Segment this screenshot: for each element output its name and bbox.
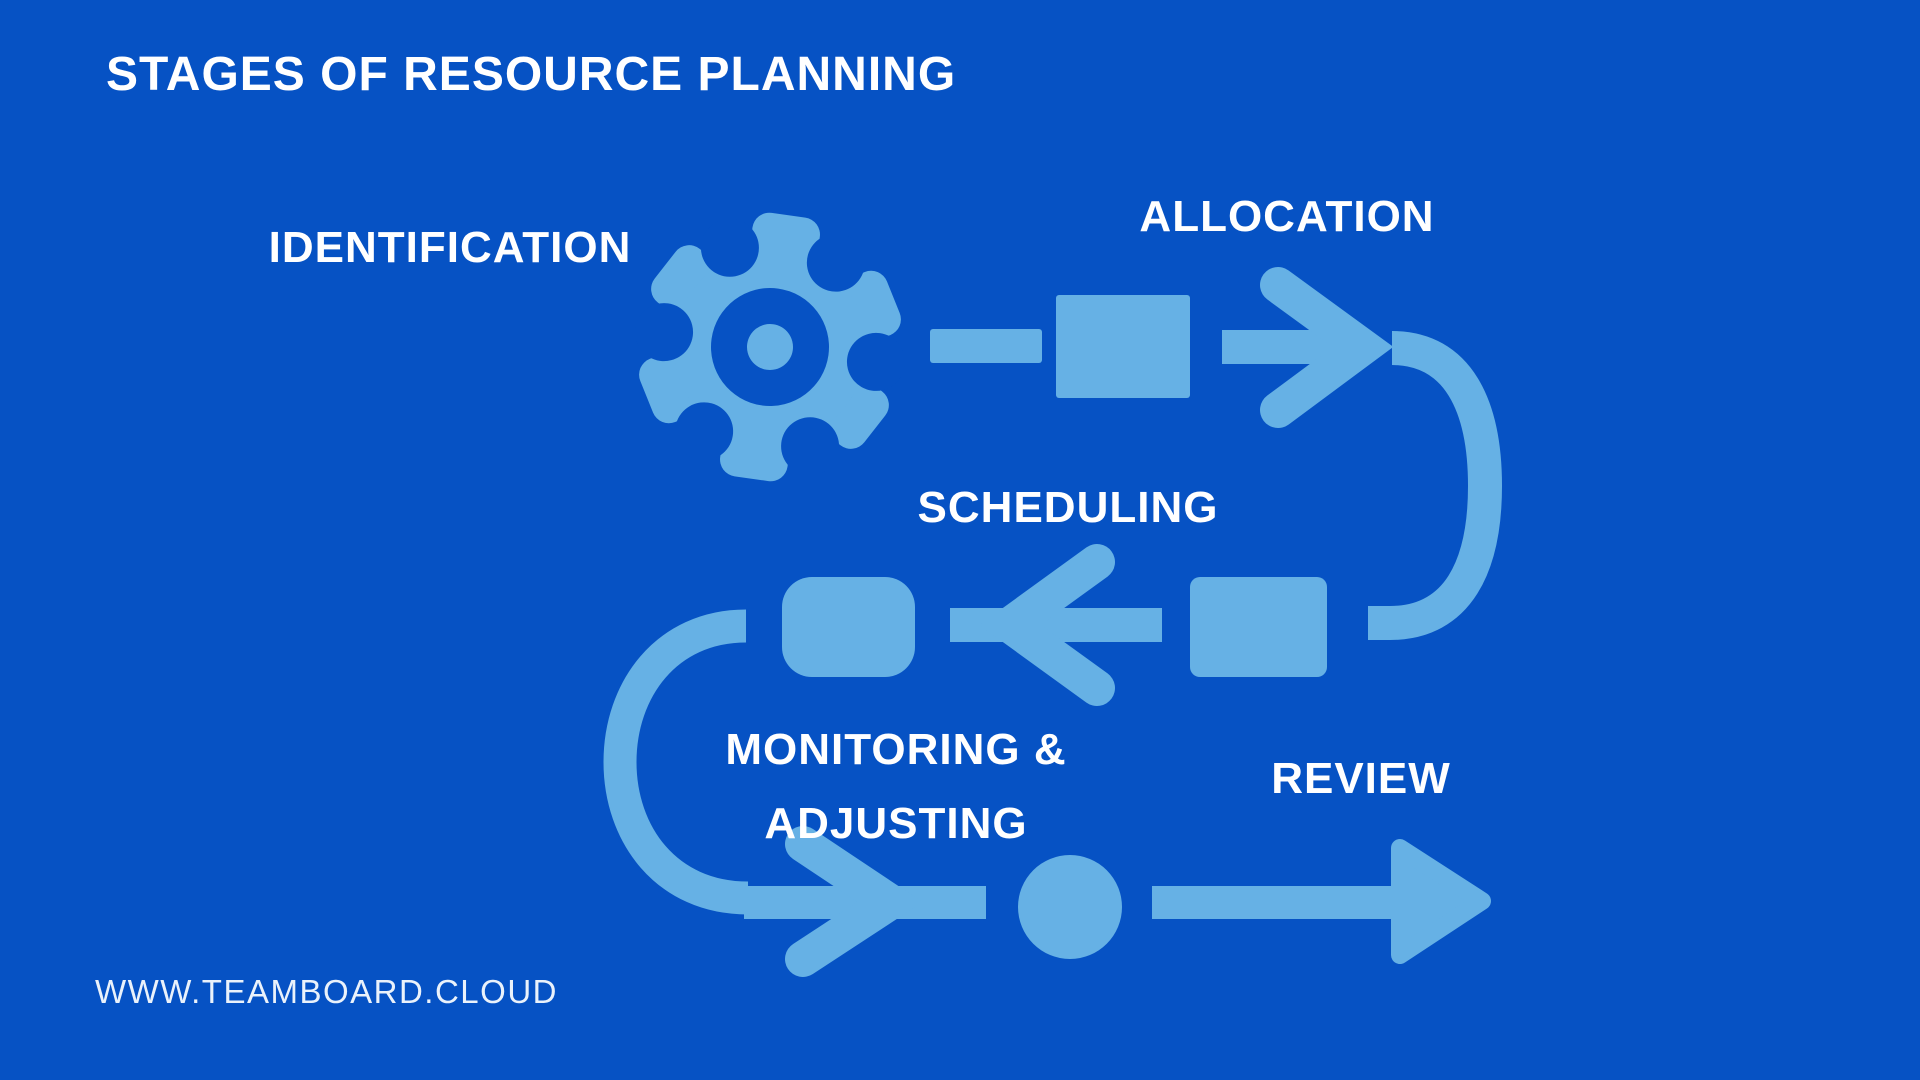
allocation-square-node-icon [1056, 295, 1190, 398]
label-allocation: ALLOCATION [1139, 192, 1435, 241]
arrow-left-icon [950, 544, 1162, 706]
label-monitoring-line2: ADJUSTING [764, 799, 1028, 848]
label-identification: IDENTIFICATION [268, 223, 632, 272]
arrow-right-icon [744, 826, 986, 977]
gear-icon [635, 212, 905, 482]
scheduling-square-node-icon [1190, 577, 1327, 677]
circle-node-icon [1018, 855, 1122, 959]
footer-website-url: WWW.TEAMBOARD.CLOUD [95, 973, 558, 1010]
dash-connector-icon [930, 329, 1042, 363]
label-review: REVIEW [1271, 754, 1451, 803]
page-title: STAGES OF RESOURCE PLANNING [106, 48, 957, 101]
arrow-right-triangle-icon [1152, 839, 1491, 964]
arrow-right-icon [1222, 267, 1394, 428]
label-monitoring-adjusting: MONITORING & ADJUSTING [725, 713, 1066, 861]
curve-right-down-icon [1368, 331, 1503, 640]
label-monitoring-line1: MONITORING & [725, 725, 1067, 774]
curve-left-down-icon [603, 609, 749, 915]
label-scheduling: SCHEDULING [917, 483, 1219, 532]
monitoring-rounded-node-icon [782, 577, 915, 677]
